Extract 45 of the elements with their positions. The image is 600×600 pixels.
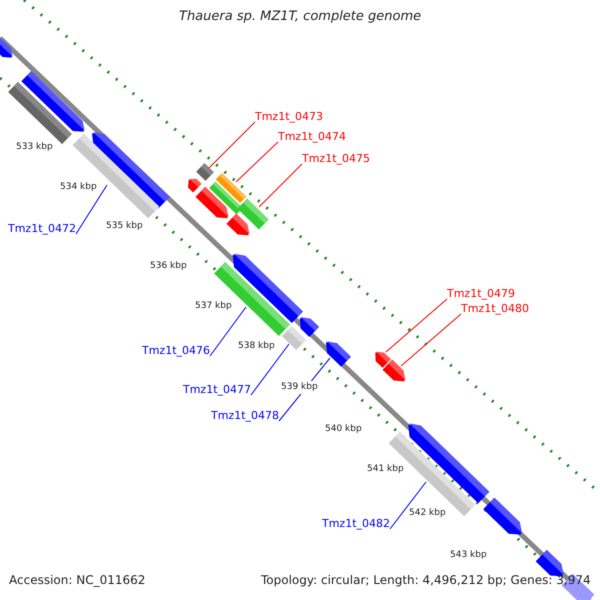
gene-block	[375, 352, 391, 368]
gene-label: Tmz1t_0478	[211, 409, 280, 422]
scale-label: 539 kbp	[281, 381, 318, 394]
gene-block	[226, 214, 250, 236]
leader-line	[250, 344, 290, 396]
genome-summary: Topology: circular; Length: 4,496,212 bp; Genes: 3,974	[261, 574, 591, 587]
scale-label: 538 kbp	[238, 340, 275, 353]
leader-line	[236, 142, 278, 182]
gene-label: Tmz1t_0477	[183, 383, 252, 396]
gene-label: Tmz1t_0475	[302, 152, 370, 165]
gene-block	[196, 163, 214, 181]
gene-block	[282, 326, 306, 350]
leader-line	[76, 184, 108, 234]
gene-block	[0, 38, 13, 58]
leader-line	[386, 298, 448, 352]
gene-block	[300, 317, 320, 337]
leader-line	[390, 482, 426, 530]
gene-label: Tmz1t_0474	[278, 130, 346, 143]
gene-block	[536, 550, 564, 576]
scale-label: 543 kbp	[450, 549, 487, 562]
gene-block	[382, 360, 406, 382]
scale-label: 541 kbp	[367, 463, 404, 476]
gene-label: Tmz1t_0482	[322, 517, 390, 530]
gene-label: Tmz1t_0473	[255, 110, 324, 123]
leader-line	[258, 164, 302, 208]
accession-text: Accession: NC_011662	[9, 574, 146, 587]
scale-label: 536 kbp	[150, 260, 187, 273]
scale-label: 542 kbp	[409, 507, 446, 520]
leader-line	[400, 314, 462, 366]
gene-label: Tmz1t_0472	[8, 222, 76, 235]
gene-label: Tmz1t_0476	[142, 344, 210, 357]
scale-label: 535 kbp	[106, 220, 143, 233]
leader-line	[210, 306, 246, 356]
scale-label: 537 kbp	[195, 300, 232, 313]
gene-label: Tmz1t_0480	[461, 302, 530, 315]
scale-label: 534 kbp	[60, 181, 97, 194]
gene-label: Tmz1t_0479	[447, 287, 516, 300]
gene-block	[188, 178, 202, 192]
gene-block	[195, 186, 229, 218]
leader-line	[208, 122, 256, 168]
gene-block	[483, 498, 522, 535]
scale-label: 540 kbp	[325, 423, 362, 436]
gene-block	[326, 341, 351, 367]
scale-label: 533 kbp	[16, 141, 53, 154]
title: Thauera sp. MZ1T, complete genome	[179, 10, 422, 23]
